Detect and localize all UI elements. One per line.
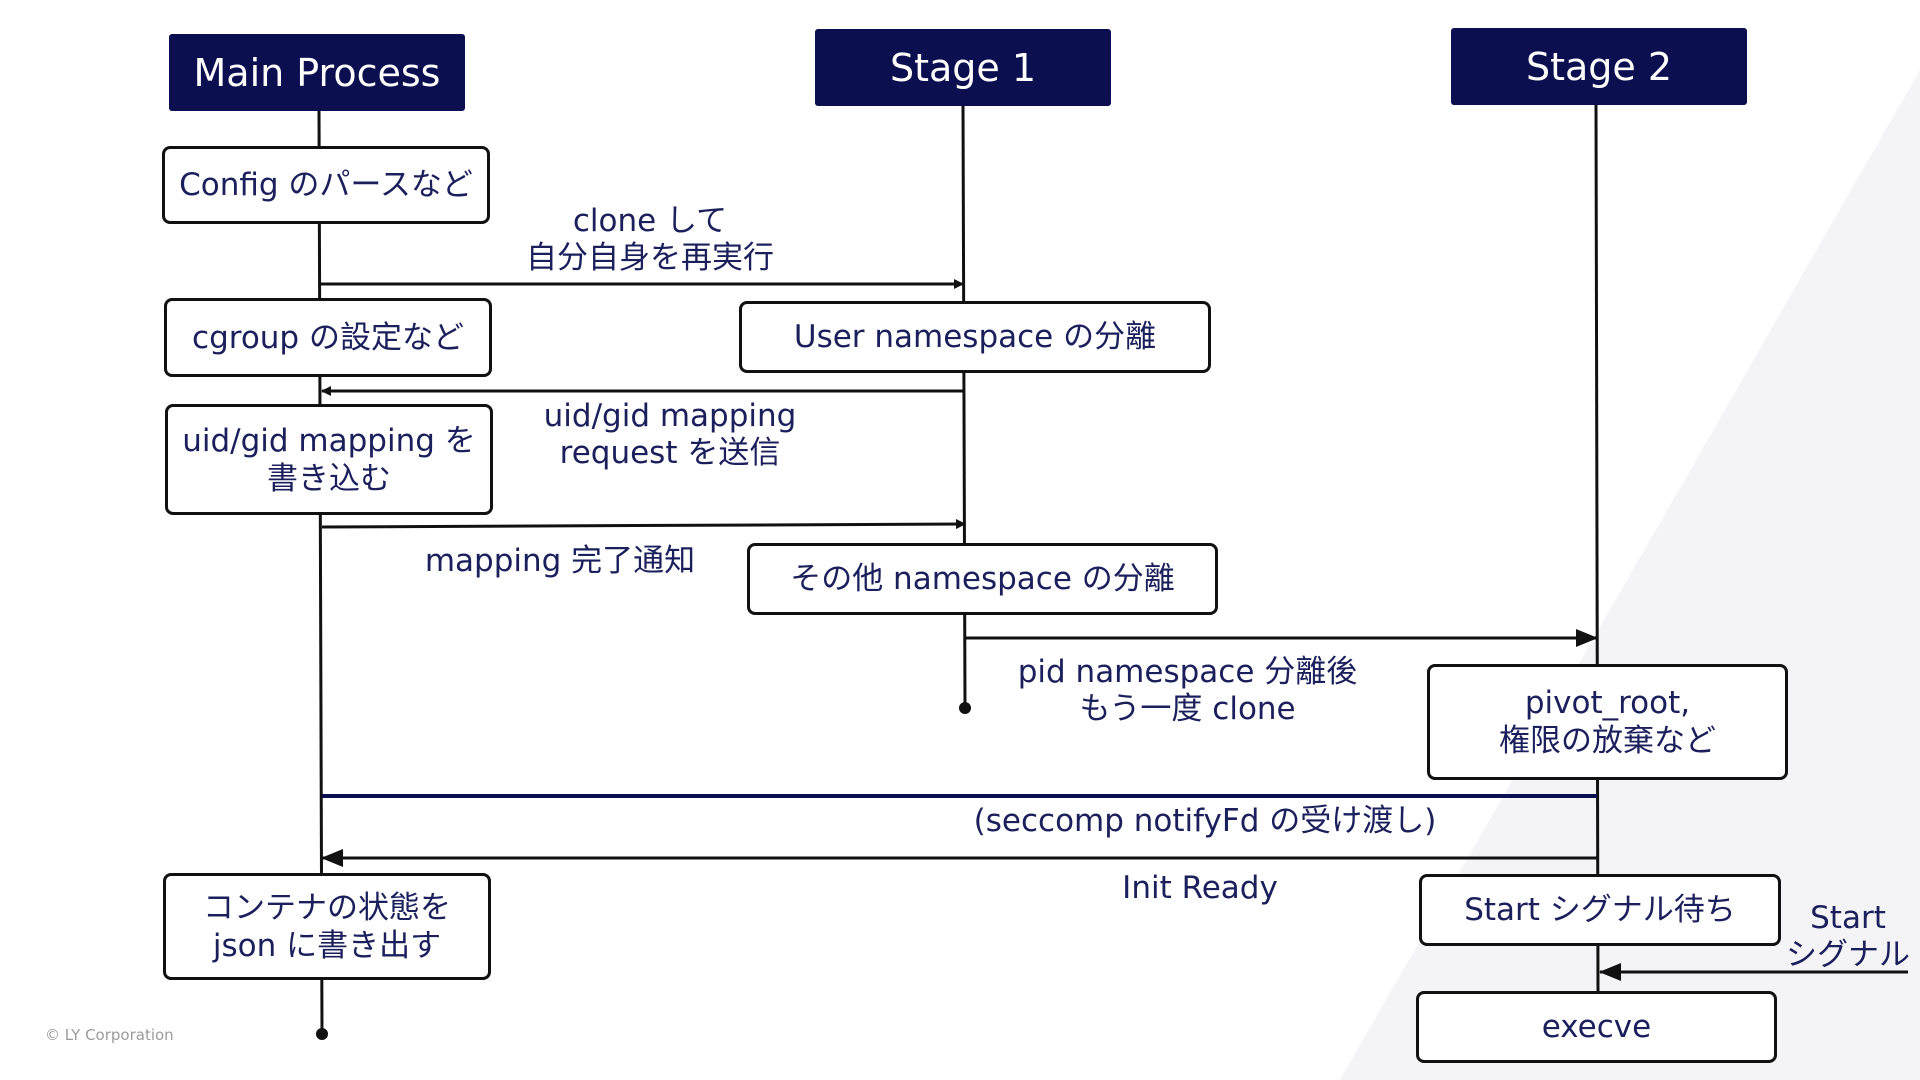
box-start-wait: Start シグナル待ち xyxy=(1419,874,1781,946)
label-clone: clone して 自分自身を再実行 xyxy=(500,203,800,277)
box-execve-text: execve xyxy=(1541,1009,1652,1045)
box-other-namespace-text: その他 namespace の分離 xyxy=(790,561,1175,597)
label-start-signal-line1: Start xyxy=(1810,900,1886,936)
stage1-lifeline-end xyxy=(959,702,971,714)
label-mapping-done: mapping 完了通知 xyxy=(410,543,710,580)
footer-copyright: © LY Corporation xyxy=(45,1026,174,1044)
box-write-json-line2: json に書き出す xyxy=(212,927,442,964)
label-init-ready-text: Init Ready xyxy=(1122,870,1278,906)
box-config-parse: Config のパースなど xyxy=(162,146,490,224)
box-cgroup-setup: cgroup の設定など xyxy=(164,298,492,377)
label-seccomp: (seccomp notifyFd の受け渡し) xyxy=(945,803,1465,840)
box-write-uid-gid-line1: uid/gid mapping を xyxy=(182,422,476,459)
arrow-mapping-done xyxy=(321,519,966,530)
header-stage-1: Stage 1 xyxy=(815,29,1111,106)
box-cgroup-setup-text: cgroup の設定など xyxy=(192,319,464,356)
main-lifeline-end xyxy=(316,1028,328,1040)
label-start-signal-line2: シグナル xyxy=(1786,937,1910,973)
label-request-line1: uid/gid mapping xyxy=(543,398,797,434)
header-stage-2: Stage 2 xyxy=(1451,28,1747,105)
box-pivot-root-line2: 権限の放棄など xyxy=(1499,723,1716,759)
label-start-signal: Start シグナル xyxy=(1778,900,1918,974)
box-user-namespace-text: User namespace の分離 xyxy=(793,319,1157,355)
label-clone-line2: 自分自身を再実行 xyxy=(526,240,774,276)
box-write-json-line1: コンテナの状態を xyxy=(203,889,451,926)
box-write-uid-gid-line2: 書き込む xyxy=(267,460,391,497)
label-init-ready: Init Ready xyxy=(1090,870,1310,907)
box-pivot-root: pivot_root, 権限の放棄など xyxy=(1427,664,1788,780)
label-clone-line1: clone して xyxy=(572,203,728,239)
label-seccomp-text: (seccomp notifyFd の受け渡し) xyxy=(973,803,1437,839)
box-write-uid-gid: uid/gid mapping を 書き込む xyxy=(165,404,493,515)
label-pid-clone-line2: もう一度 clone xyxy=(1079,691,1296,727)
stage2-lifeline xyxy=(1594,103,1600,994)
box-pivot-root-line1: pivot_root, xyxy=(1524,685,1691,721)
label-pid-clone-line1: pid namespace 分離後 xyxy=(1017,654,1358,690)
label-request-line2: request を送信 xyxy=(559,435,781,471)
box-write-json: コンテナの状態を json に書き出す xyxy=(163,873,491,980)
label-pid-clone: pid namespace 分離後 もう一度 clone xyxy=(990,654,1385,728)
label-request: uid/gid mapping request を送信 xyxy=(520,398,820,472)
label-mapping-done-text: mapping 完了通知 xyxy=(424,543,696,579)
box-user-namespace: User namespace の分離 xyxy=(739,301,1211,373)
box-other-namespace: その他 namespace の分離 xyxy=(747,543,1218,615)
box-start-wait-text: Start シグナル待ち xyxy=(1464,892,1736,928)
box-execve: execve xyxy=(1416,991,1777,1063)
header-main-process: Main Process xyxy=(169,34,465,111)
box-config-parse-text: Config のパースなど xyxy=(179,167,473,203)
stage1-lifeline xyxy=(961,104,967,709)
